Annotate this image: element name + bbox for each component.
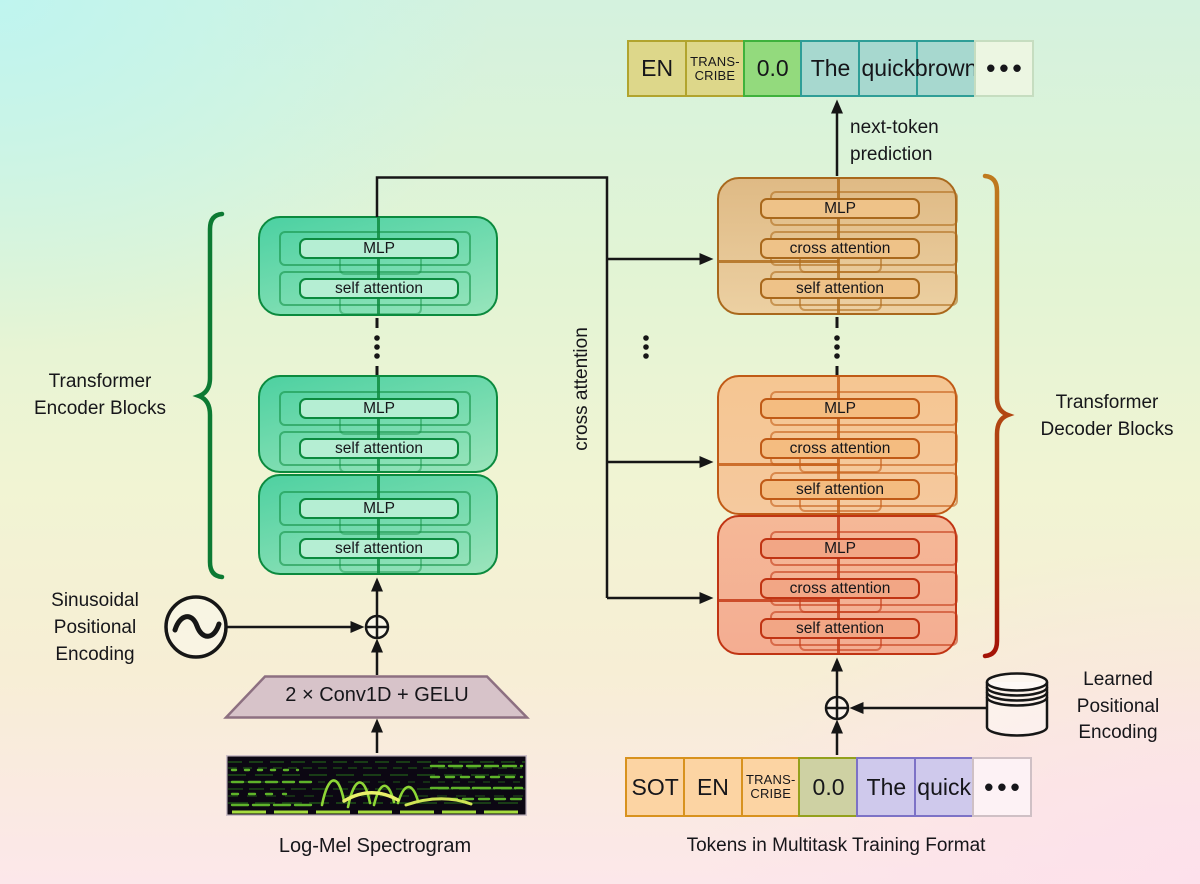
- input-token-row: SOT EN TRANS-CRIBE 0.0 The quick •••: [625, 757, 1033, 817]
- mlp-box: MLP: [299, 498, 459, 519]
- token-label: The: [810, 55, 851, 81]
- token-cell-the: The: [856, 757, 917, 817]
- token-cell-timestamp: 0.0: [798, 757, 859, 817]
- token-label: SOT: [631, 773, 679, 800]
- self-attention-box: self attention: [299, 438, 459, 459]
- cross-attention-box: cross attention: [760, 438, 920, 459]
- token-label: TRANS-CRIBE: [690, 53, 740, 83]
- token-label: 0.0: [756, 55, 789, 81]
- token-cell-brown: brown: [914, 40, 978, 97]
- stack-ellipsis-dots: [374, 335, 840, 359]
- self-attention-box: self attention: [760, 278, 920, 299]
- decoder-block-1: MLP cross attention self attention: [717, 515, 958, 655]
- token-cell-en: EN: [682, 757, 744, 817]
- cross-attention-entry-line: [719, 599, 839, 602]
- cross-attention-box: cross attention: [760, 238, 920, 259]
- self-attention-box: self attention: [299, 538, 459, 559]
- encoder-block-1: MLP self attention: [258, 474, 498, 575]
- token-cell-ellipsis: •••: [971, 757, 1033, 817]
- ellipsis-icon: •••: [984, 771, 1024, 802]
- sine-wave-icon: [164, 595, 228, 659]
- token-cell-the: The: [800, 40, 861, 97]
- spectrogram-caption: Log-Mel Spectrogram: [278, 835, 472, 857]
- mlp-box: MLP: [760, 198, 920, 219]
- mlp-box: MLP: [760, 538, 920, 559]
- token-label: TRANS-CRIBE: [745, 772, 796, 801]
- mlp-box: MLP: [299, 398, 459, 419]
- token-cell-quick: quick: [858, 40, 919, 97]
- decoder-block-2: MLP cross attention self attention: [717, 375, 958, 515]
- cross-attention-box: cross attention: [760, 578, 920, 599]
- token-cell-quick: quick: [913, 757, 975, 817]
- cross-attention-label: cross attention: [571, 327, 592, 451]
- encoder-block-3: MLP self attention: [258, 216, 498, 316]
- decoder-block-3: MLP cross attention self attention: [717, 177, 958, 315]
- output-token-row: EN TRANS-CRIBE 0.0 The quick brown •••: [627, 40, 1035, 97]
- token-label: The: [866, 773, 907, 800]
- self-attention-box: self attention: [760, 618, 920, 639]
- tokens-caption: Tokens in Multitask Training Format: [686, 835, 986, 856]
- token-label: EN: [641, 55, 674, 81]
- token-cell-en: EN: [627, 40, 688, 97]
- self-attention-box: self attention: [299, 278, 459, 299]
- token-cell-timestamp: 0.0: [742, 40, 803, 97]
- token-label: quick: [917, 773, 971, 800]
- ellipsis-icon: •••: [986, 53, 1026, 83]
- token-cell-ellipsis: •••: [973, 40, 1035, 97]
- encoder-block-2: MLP self attention: [258, 375, 498, 473]
- token-label: brown: [914, 55, 978, 81]
- conv-gelu-label: 2 × Conv1D + GELU: [285, 684, 469, 706]
- token-cell-transcribe: TRANS-CRIBE: [684, 40, 746, 97]
- decoder-sum-node: [824, 695, 850, 721]
- encoder-brace: [192, 211, 225, 580]
- self-attention-box: self attention: [760, 479, 920, 500]
- decoder-brace: [982, 173, 1015, 659]
- token-label: EN: [696, 773, 729, 800]
- token-cell-sot: SOT: [625, 757, 686, 817]
- token-label: quick: [861, 55, 916, 81]
- mlp-box: MLP: [760, 398, 920, 419]
- encoder-sum-node: [364, 614, 390, 640]
- token-cell-transcribe: TRANS-CRIBE: [740, 757, 801, 817]
- database-cylinder-icon: [985, 672, 1049, 737]
- log-mel-spectrogram-image: [226, 755, 527, 816]
- token-label: 0.0: [812, 773, 845, 800]
- cross-attention-entry-line: [719, 260, 839, 263]
- mlp-box: MLP: [299, 238, 459, 259]
- stack-continuation-ticks: [375, 317, 839, 375]
